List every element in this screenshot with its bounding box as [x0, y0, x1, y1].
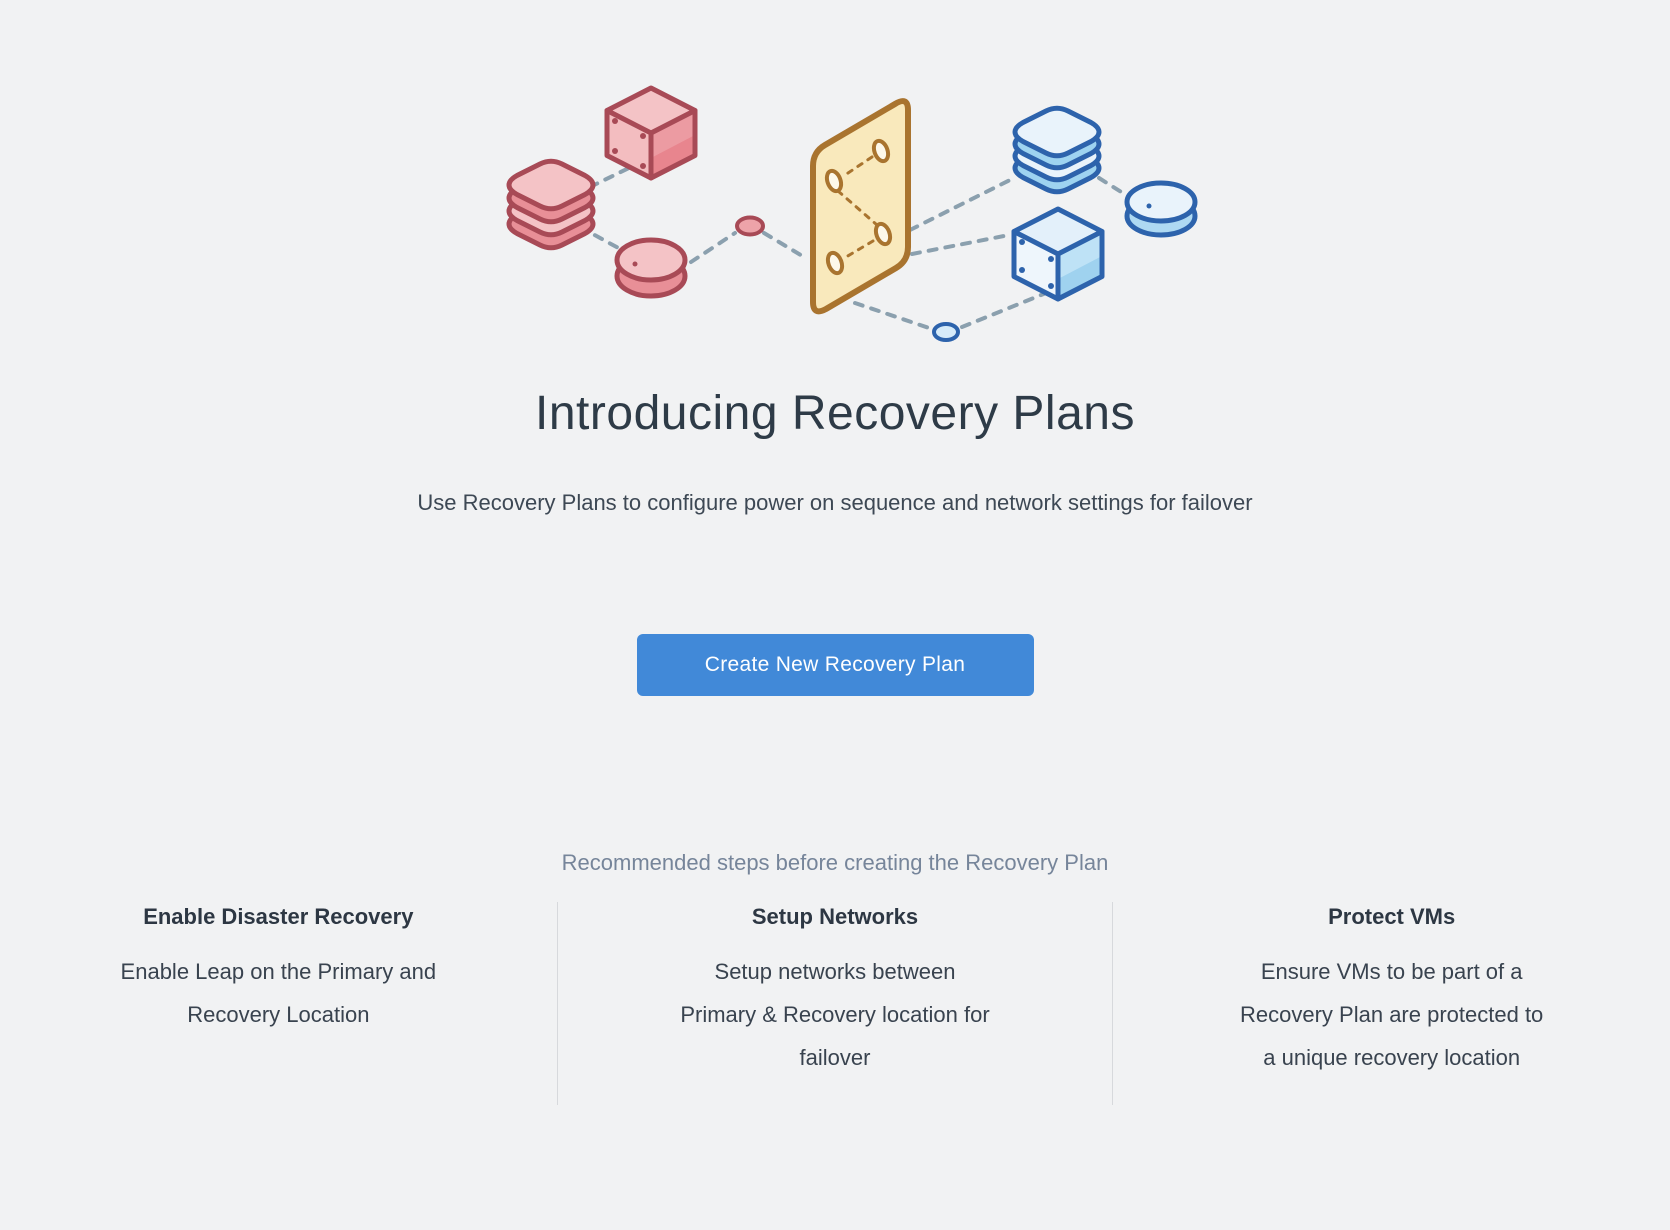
blue-node-dot — [932, 322, 960, 342]
red-node-dot — [735, 215, 765, 237]
cta-row: Create New Recovery Plan — [0, 634, 1670, 696]
page-subtitle: Use Recovery Plans to configure power on… — [417, 490, 1253, 515]
step-description: Ensure VMs to be part of a Recovery Plan… — [1240, 959, 1544, 1070]
recovery-plans-empty-state: Introducing Recovery Plans Use Recovery … — [0, 70, 1670, 1105]
blue-disk-icon — [1124, 180, 1198, 238]
step-enable-disaster-recovery: Enable Disaster Recovery Enable Leap on … — [0, 902, 557, 1105]
recommended-steps: Enable Disaster Recovery Enable Leap on … — [0, 902, 1670, 1105]
blue-cube-icon — [1011, 206, 1105, 302]
step-protect-vms: Protect VMs Ensure VMs to be part of a R… — [1113, 902, 1670, 1105]
red-layers-icon — [509, 161, 593, 248]
step-description: Setup networks between Primary & Recover… — [680, 959, 990, 1070]
step-title: Setup Networks — [751, 904, 919, 929]
step-setup-networks: Setup Networks Setup networks between Pr… — [556, 902, 1114, 1105]
red-cube-icon — [604, 85, 698, 181]
step-description: Enable Leap on the Primary and Recovery … — [120, 959, 437, 1027]
create-recovery-plan-button[interactable]: Create New Recovery Plan — [636, 634, 1034, 696]
blue-layers-icon — [1015, 108, 1099, 192]
network-plane-icon — [810, 98, 911, 315]
red-disk-icon — [614, 237, 688, 299]
page-title: Introducing Recovery Plans — [535, 387, 1135, 440]
step-title: Protect VMs — [1328, 904, 1456, 929]
step-title: Enable Disaster Recovery — [143, 904, 414, 929]
recommended-steps-heading: Recommended steps before creating the Re… — [561, 850, 1109, 875]
recovery-plan-illustration — [455, 85, 1198, 342]
